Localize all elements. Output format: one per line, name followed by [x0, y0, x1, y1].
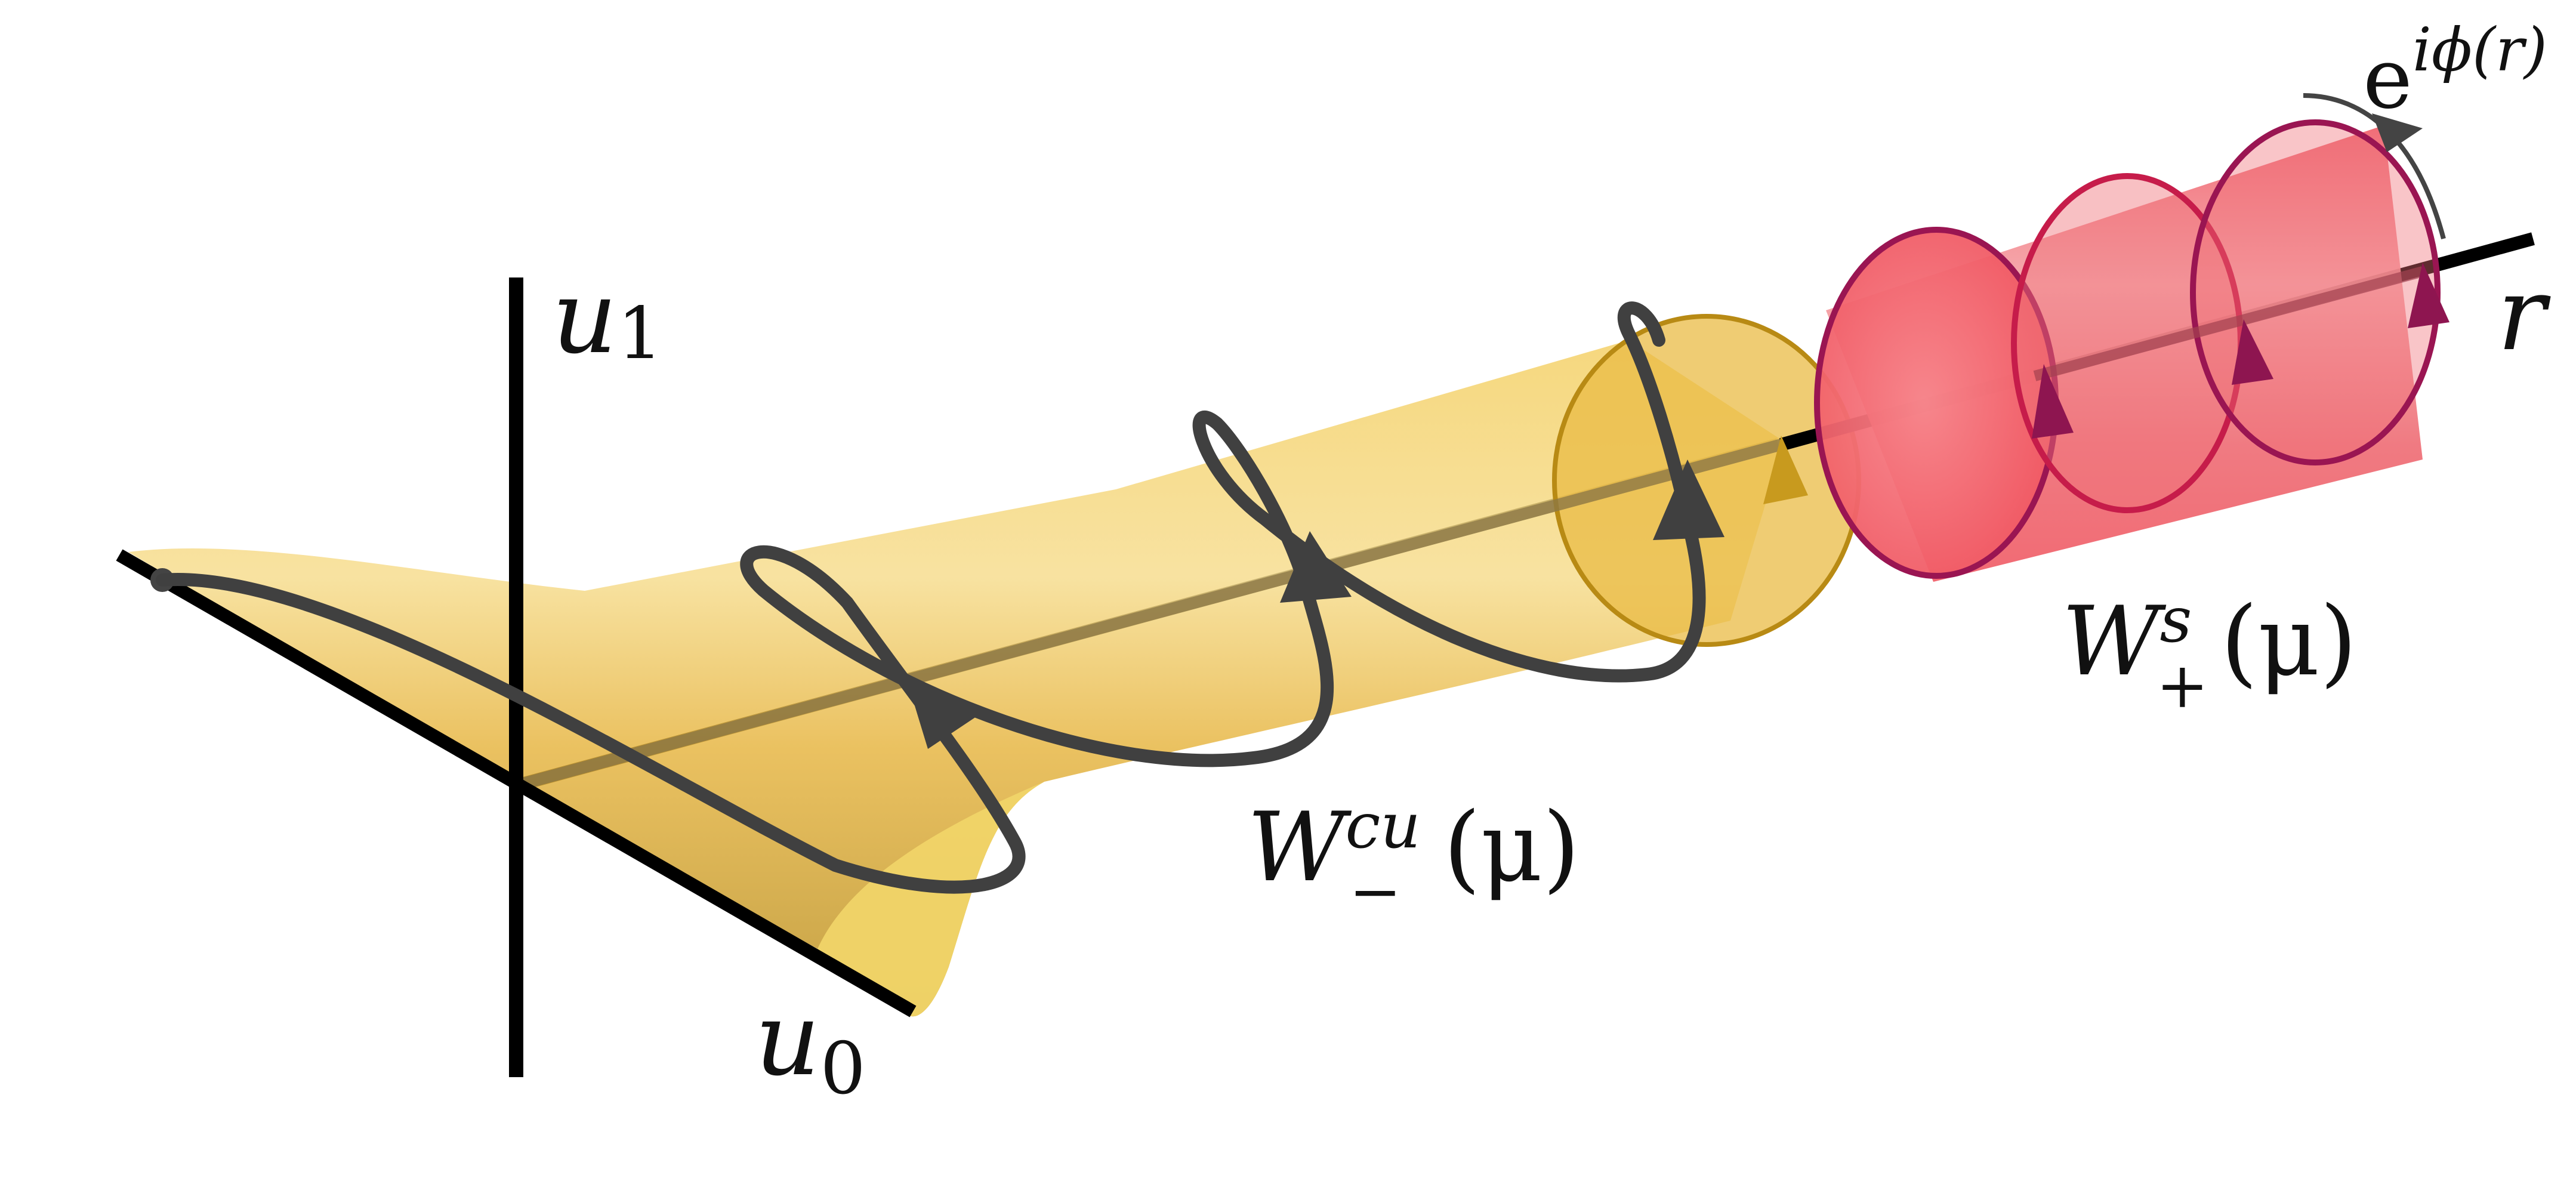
cu-superscript: cu	[1345, 790, 1420, 862]
stable-arrow-1	[2032, 364, 2074, 439]
u0-label: u0	[755, 980, 866, 1111]
u1-letter: u	[552, 258, 618, 377]
stable-arrow-3	[2408, 263, 2449, 328]
stable-disk-back	[2190, 119, 2441, 465]
center-unstable-surface	[128, 340, 1784, 1017]
helix-arrow-1	[907, 680, 982, 749]
u0-subscript: 0	[820, 1028, 866, 1111]
cu-subscript: −	[1349, 855, 1402, 928]
phase-label: eiϕ(r)	[2363, 15, 2547, 128]
helix-trajectory	[156, 301, 1706, 894]
r-axis-through-tube	[517, 439, 1783, 791]
cu-script: W	[1247, 791, 1352, 903]
u1-label: u1	[552, 258, 663, 377]
helix-arrow-2	[1280, 531, 1352, 603]
center-unstable-flow-arrow	[1763, 436, 1808, 504]
phase-exponent: iϕ(r)	[2413, 15, 2547, 85]
phase-base: e	[2363, 30, 2413, 128]
r-label: r	[2497, 255, 2551, 374]
stable-arrow-2	[2232, 319, 2273, 385]
u1-subscript: 1	[618, 292, 663, 375]
phase-rotation-arrowhead	[2372, 113, 2423, 152]
s-superscript: s	[2159, 584, 2192, 656]
helix-arrow-3	[1653, 460, 1724, 540]
u0-letter: u	[755, 980, 820, 1099]
center-unstable-label: Wcu−(μ)	[1247, 790, 1580, 928]
r-axis-through-red-tube	[2033, 266, 2424, 381]
stable-label: Ws+(μ)	[2062, 584, 2357, 722]
center-unstable-end-cap	[1552, 314, 1861, 647]
center-unstable-lip	[817, 782, 1044, 1017]
s-subscript: +	[2156, 649, 2208, 722]
s-script: W	[2062, 585, 2167, 697]
cu-argument: (μ)	[1443, 791, 1580, 903]
u0-axis	[116, 549, 917, 1017]
s-argument: (μ)	[2220, 585, 2357, 697]
